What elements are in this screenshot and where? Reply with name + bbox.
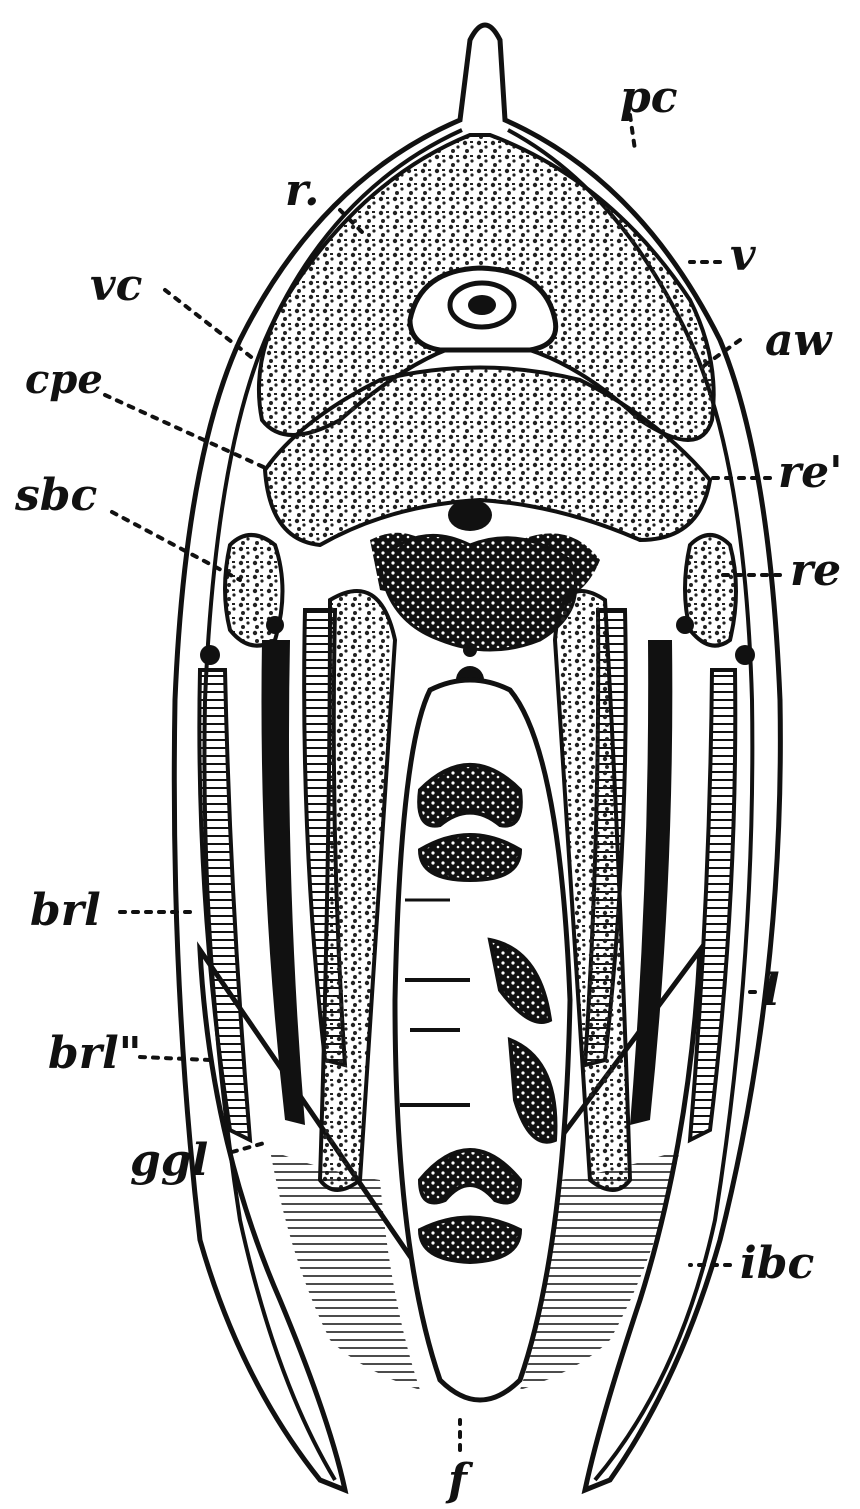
label-v: v	[730, 230, 756, 281]
lower-body-cavity-left	[270, 1150, 420, 1390]
label-vc: vc	[90, 260, 143, 311]
label-cpe: cpe	[25, 356, 103, 403]
label-pc: pc	[620, 72, 678, 123]
branchial-lamellae-right	[555, 591, 755, 1190]
label-aw: aw	[765, 315, 834, 366]
label-f: f	[445, 1455, 474, 1506]
label-r: r.	[285, 165, 319, 216]
label-sbc: sbc	[14, 470, 98, 521]
branchial-lamellae-left	[199, 591, 395, 1190]
label-ibc: ibc	[740, 1238, 814, 1289]
label-re-prime: re'	[778, 447, 843, 498]
label-ggl: ggl	[130, 1135, 208, 1186]
label-l: l	[763, 965, 780, 1016]
convoluted-mass	[380, 535, 576, 694]
label-re: re	[790, 545, 841, 596]
central-intestine	[395, 680, 570, 1400]
label-brl-double: brl"	[48, 1028, 142, 1079]
label-brl: brl	[30, 885, 101, 936]
